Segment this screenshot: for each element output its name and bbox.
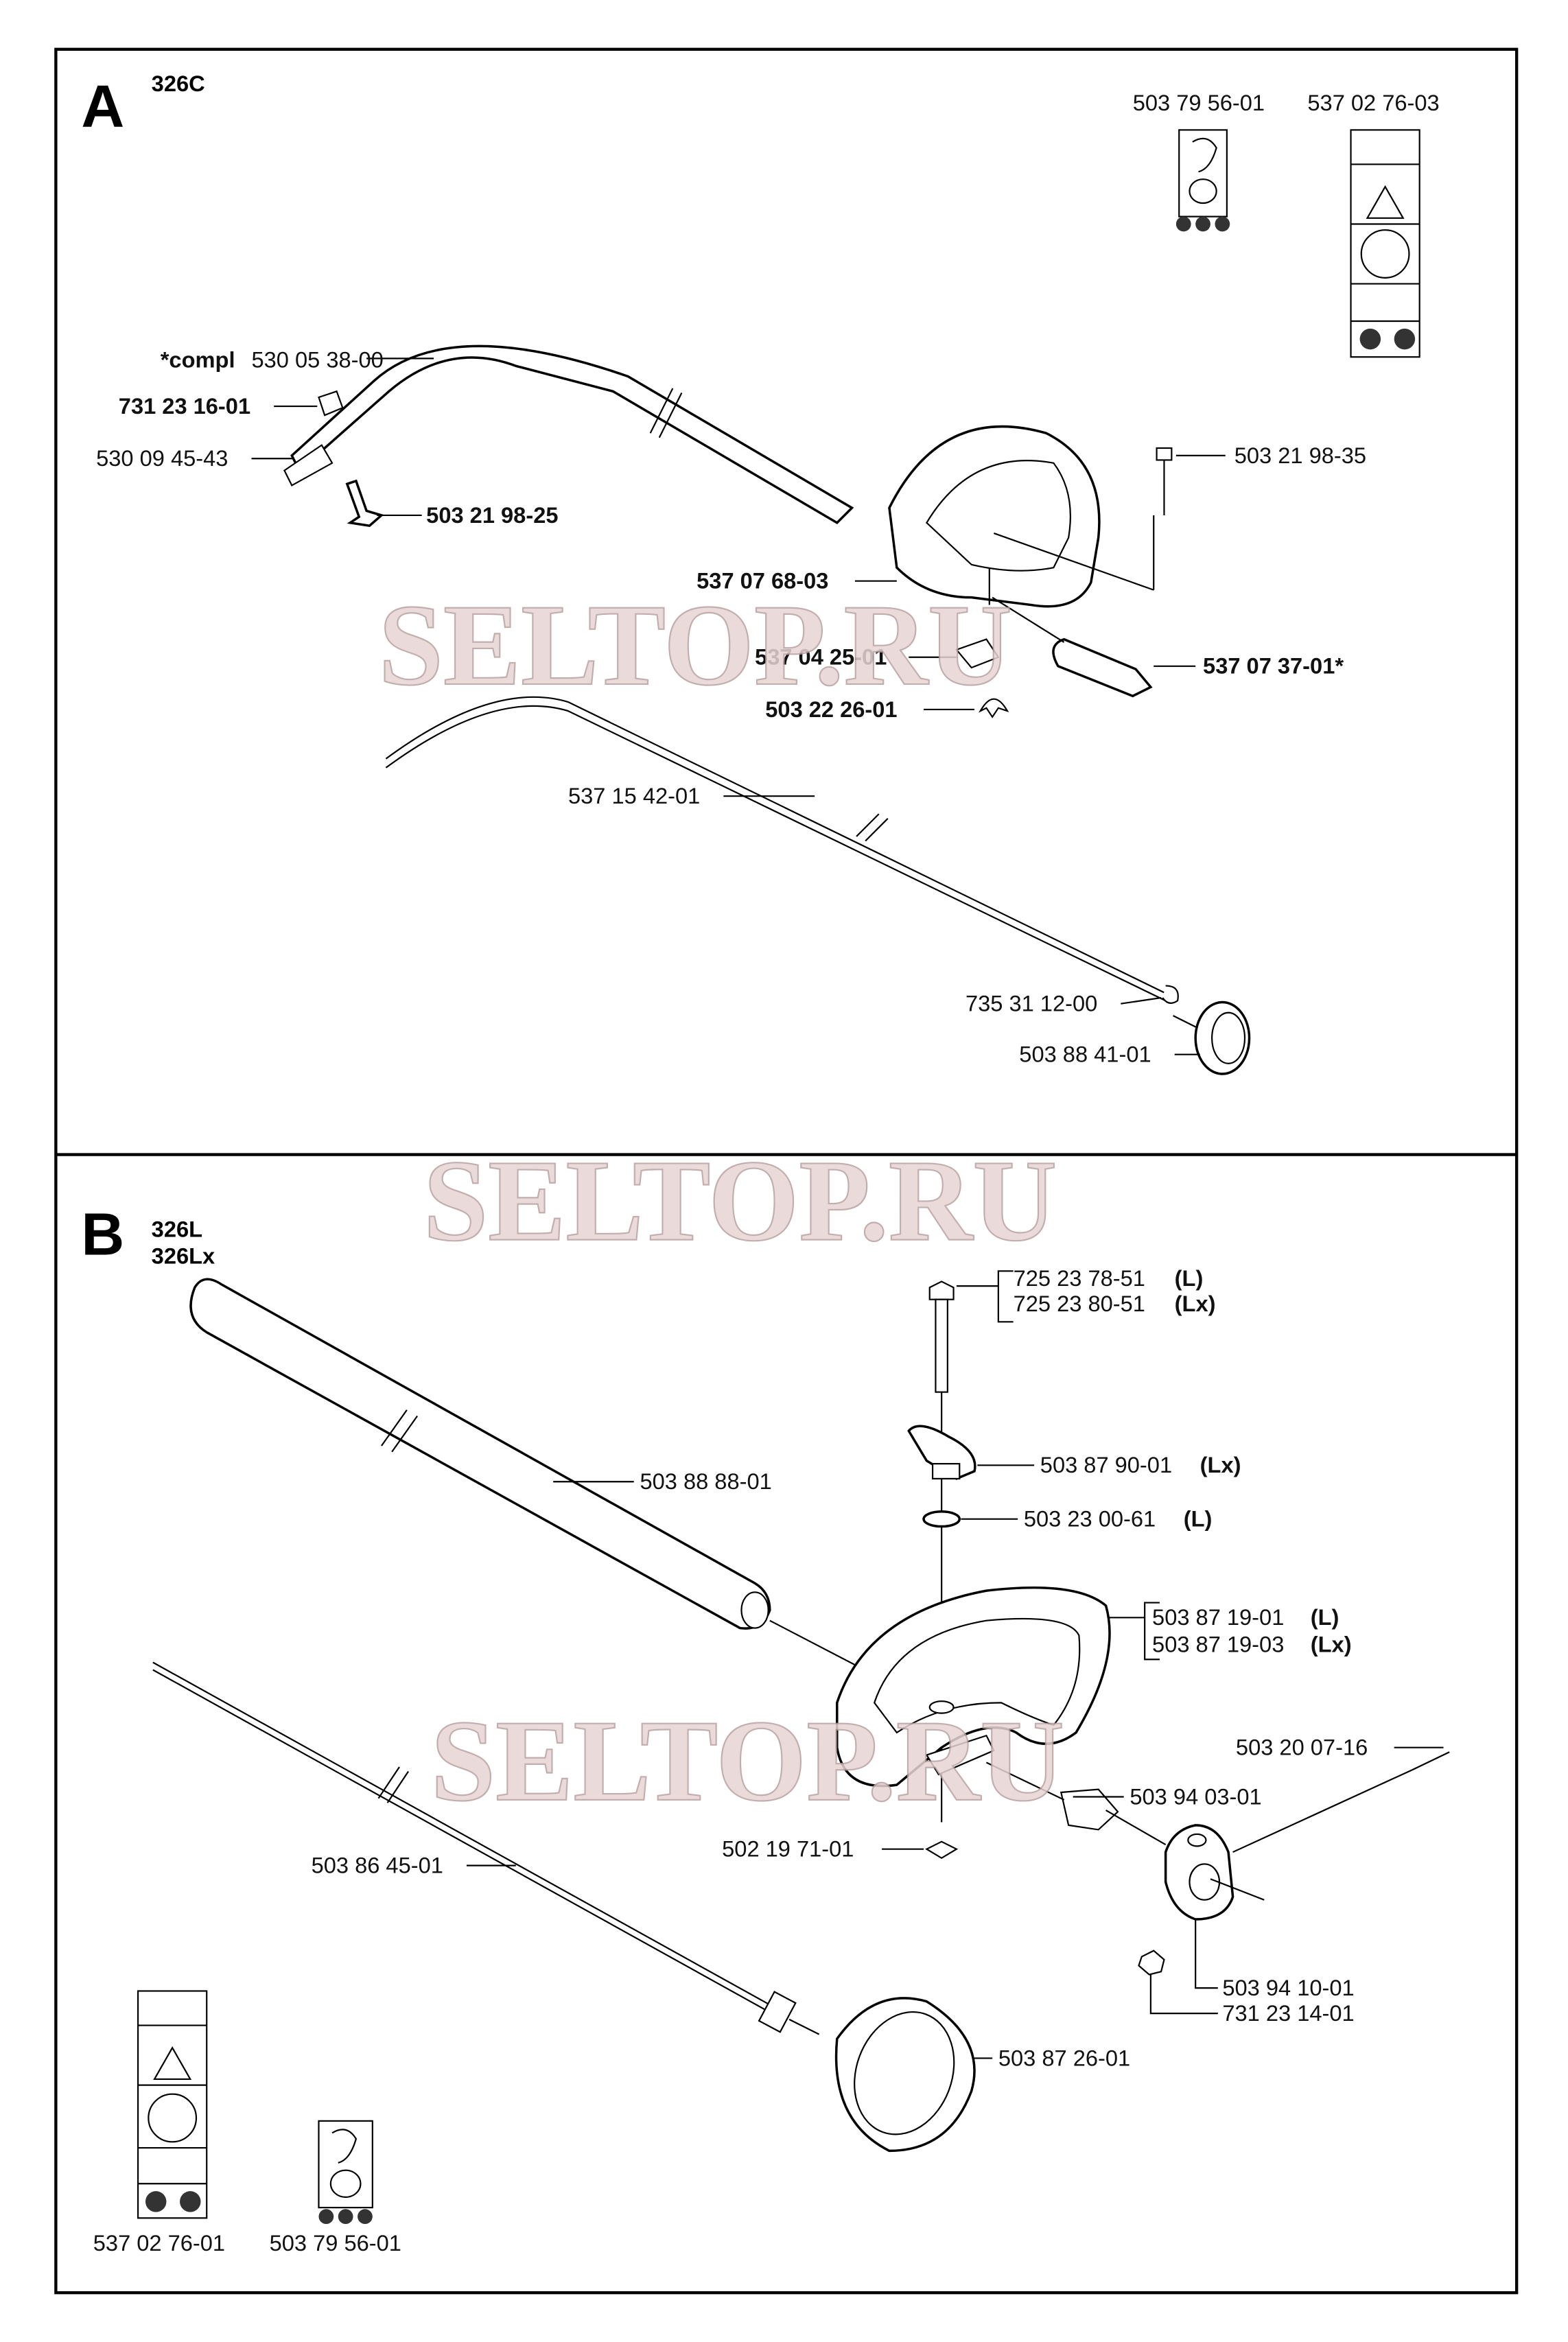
shaft-clamp-icon xyxy=(1105,1810,1265,1921)
label-grip: 537 07 37-01* xyxy=(1203,653,1344,679)
washer-icon xyxy=(922,1510,961,1528)
label-square-nut: 502 19 71-01 xyxy=(722,1836,854,1862)
label-drum: 503 88 41-01 xyxy=(1019,1042,1151,1067)
watermark: SELTOP.RU xyxy=(431,1696,1064,1825)
label-drum: 503 87 26-01 xyxy=(998,2045,1130,2070)
section-b-model-1: 326L xyxy=(152,1216,202,1241)
wing-knob-icon xyxy=(907,1425,976,1480)
label-drive-shaft: 537 15 42-01 xyxy=(568,783,700,808)
label-screw-right: 503 21 98-35 xyxy=(1234,443,1366,468)
loop-handle-icon xyxy=(836,1586,1111,1788)
label-handle-l-tag: (L) xyxy=(1311,1604,1339,1630)
label-tube: 503 88 88-01 xyxy=(640,1468,771,1494)
drum-icon xyxy=(1173,1000,1251,1075)
nut-icon xyxy=(1138,1949,1165,1976)
square-nut-icon xyxy=(925,1840,959,1860)
drive-shaft-icon xyxy=(152,1661,797,2033)
label-clamp: 503 22 26-01 xyxy=(765,696,897,722)
decal-icon xyxy=(318,2120,373,2225)
decal-icon xyxy=(1175,129,1230,232)
label-screw: 503 20 07-16 xyxy=(1236,1735,1368,1760)
label-nut: 731 23 14-01 xyxy=(1222,2000,1354,2026)
clamp-icon xyxy=(979,698,1009,718)
label-washer: 503 23 00-61 xyxy=(1024,1506,1156,1532)
label-bracket: 503 94 03-01 xyxy=(1130,1783,1261,1809)
drive-shaft-icon xyxy=(385,696,1167,1002)
label-bolt-lx-tag: (Lx) xyxy=(1175,1291,1216,1316)
label-drive-shaft: 503 86 45-01 xyxy=(312,1853,443,1878)
label-shaft: 530 05 38-00 xyxy=(252,347,384,372)
ring-icon xyxy=(1162,985,1179,1004)
section-a-model: 326C xyxy=(152,71,205,96)
section-b-model-2: 326Lx xyxy=(152,1243,215,1268)
grip-sleeve-icon xyxy=(992,596,1153,698)
label-handle-lx-tag: (Lx) xyxy=(1311,1631,1352,1656)
label-clamp: 503 94 10-01 xyxy=(1222,1975,1354,2000)
label-handle: 537 07 68-03 xyxy=(697,568,828,594)
label-ring: 735 31 12-00 xyxy=(966,991,1097,1016)
section-a-letter: A xyxy=(81,73,124,140)
bracket-icon xyxy=(985,1761,1119,1831)
warning-decal-icon xyxy=(137,1990,208,2219)
loop-handle-icon xyxy=(888,425,1155,608)
screw-icon xyxy=(1232,1751,1450,1853)
label-screw-left: 503 21 98-25 xyxy=(426,502,558,528)
label-bolt-l-tag: (L) xyxy=(1175,1265,1204,1291)
label-nut: 731 23 16-01 xyxy=(119,393,250,419)
tube-icon xyxy=(189,1278,957,1719)
label-washer-tag: (L) xyxy=(1184,1506,1213,1532)
screw-icon xyxy=(1156,447,1173,515)
label-knob-tag: (Lx) xyxy=(1200,1452,1241,1477)
clip-icon xyxy=(955,638,1000,669)
label-knob: 503 87 90-01 xyxy=(1040,1452,1172,1477)
label-decal-1: 537 02 76-01 xyxy=(93,2230,225,2256)
label-decal-1: 503 79 56-01 xyxy=(1133,90,1265,115)
label-handle-l: 503 87 19-01 xyxy=(1152,1604,1284,1630)
diagram-frame xyxy=(54,47,1519,2295)
label-bolt-l: 725 23 78-51 xyxy=(1014,1265,1145,1291)
watermark: SELTOP.RU xyxy=(379,581,1012,710)
warning-decal-icon xyxy=(1350,129,1420,358)
label-compl-prefix: *compl xyxy=(161,347,235,372)
label-bolt-left: 530 09 45-43 xyxy=(96,445,228,471)
label-clip: 537 04 25-01 xyxy=(755,644,887,670)
label-bolt-lx: 725 23 80-51 xyxy=(1014,1291,1145,1316)
section-b-letter: B xyxy=(81,1201,124,1267)
watermark: SELTOP.RU xyxy=(423,1136,1057,1265)
drum-icon xyxy=(788,1997,976,2153)
label-decal-2: 537 02 76-03 xyxy=(1307,90,1439,115)
label-decal-2: 503 79 56-01 xyxy=(270,2230,401,2256)
shaft-tube-icon xyxy=(283,344,854,528)
label-handle-lx: 503 87 19-03 xyxy=(1152,1631,1284,1656)
